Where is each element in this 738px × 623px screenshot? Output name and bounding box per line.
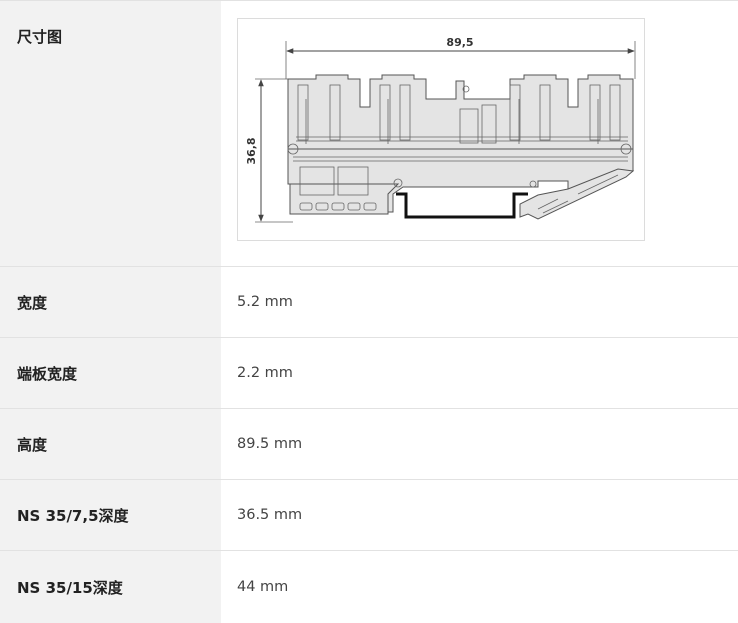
width-dimension: 89,5 [285,36,636,79]
height-dimension: 36,8 [245,78,293,223]
height-dimension-label: 36,8 [245,137,258,164]
spec-value-end-cover-width: 2.2 mm [221,338,738,408]
spec-label-depth-ns35-7-5: NS 35/7,5深度 [0,480,221,550]
spec-label-height: 高度 [0,409,221,479]
spec-value-drawing: 89,5 36,8 [221,1,738,266]
spec-value-depth-ns35-15: 44 mm [221,551,738,623]
spec-row-width: 宽度 5.2 mm [0,267,738,338]
spec-label-depth-ns35-15: NS 35/15深度 [0,551,221,623]
spec-value-width: 5.2 mm [221,267,738,337]
terminal-block-drawing-icon: 89,5 36,8 [245,36,636,223]
spec-label-width: 宽度 [0,267,221,337]
spec-row-drawing: 尺寸图 89,5 [0,1,738,267]
spec-row-depth-ns35-15: NS 35/15深度 44 mm [0,551,738,623]
spec-row-height: 高度 89.5 mm [0,409,738,480]
width-dimension-label: 89,5 [446,36,473,49]
spec-row-end-cover-width: 端板宽度 2.2 mm [0,338,738,409]
spec-value-height: 89.5 mm [221,409,738,479]
spec-value-depth-ns35-7-5: 36.5 mm [221,480,738,550]
terminal-details [287,84,632,214]
spec-label-end-cover-width: 端板宽度 [0,338,221,408]
spec-label-drawing: 尺寸图 [0,1,221,266]
spec-row-depth-ns35-7-5: NS 35/7,5深度 36.5 mm [0,480,738,551]
terminal-body [287,74,635,220]
din-rail [396,192,528,219]
dimension-drawing: 89,5 36,8 [237,18,645,241]
